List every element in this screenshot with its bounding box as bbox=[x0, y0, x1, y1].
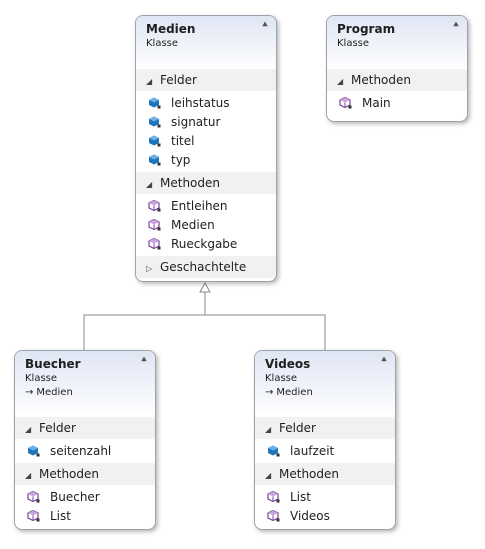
method-item[interactable]: Medien bbox=[136, 216, 276, 235]
collapse-icon[interactable]: ⯅ bbox=[452, 20, 460, 31]
inherits-arrow-icon: → bbox=[265, 387, 274, 398]
field-icon bbox=[27, 444, 41, 458]
class-header: Buecher Klasse →Medien ⯅ bbox=[15, 351, 155, 417]
collapsed-triangle-icon: ▷ bbox=[146, 264, 153, 273]
field-item[interactable]: titel bbox=[136, 132, 276, 151]
method-item[interactable]: Main bbox=[327, 94, 467, 113]
field-icon bbox=[267, 444, 281, 458]
class-name: Medien bbox=[146, 22, 196, 36]
collapse-icon[interactable]: ⯅ bbox=[380, 355, 388, 366]
methoden-list: Entleihen Medien Rueckgabe bbox=[136, 194, 276, 256]
field-item[interactable]: typ bbox=[136, 151, 276, 170]
method-icon bbox=[267, 509, 281, 523]
field-icon bbox=[148, 153, 162, 167]
section-methoden[interactable]: ◢Methoden bbox=[15, 463, 155, 485]
class-medien[interactable]: Medien Klasse ⯅ ◢Felder leihstatus signa… bbox=[135, 15, 277, 282]
section-felder[interactable]: ◢Felder bbox=[255, 417, 395, 439]
field-item[interactable]: laufzeit bbox=[255, 442, 395, 461]
method-icon bbox=[267, 490, 281, 504]
class-name: Buecher bbox=[25, 357, 81, 371]
method-item[interactable]: List bbox=[255, 488, 395, 507]
method-item[interactable]: Entleihen bbox=[136, 197, 276, 216]
class-header: Videos Klasse →Medien ⯅ bbox=[255, 351, 395, 417]
method-item[interactable]: Videos bbox=[255, 507, 395, 526]
section-methoden[interactable]: ◢Methoden bbox=[255, 463, 395, 485]
class-kind: Klasse bbox=[265, 373, 298, 384]
methoden-list: List Videos bbox=[255, 485, 395, 528]
class-kind: Klasse bbox=[337, 38, 370, 49]
inheritance-arrowhead bbox=[199, 281, 211, 293]
collapse-icon[interactable]: ⯅ bbox=[140, 355, 148, 366]
section-felder[interactable]: ◢Felder bbox=[15, 417, 155, 439]
methoden-list: Main bbox=[327, 91, 467, 115]
expanded-triangle-icon: ◢ bbox=[265, 471, 272, 480]
inherits-arrow-icon: → bbox=[25, 387, 34, 398]
base-class: →Medien bbox=[25, 387, 73, 398]
class-kind: Klasse bbox=[25, 373, 58, 384]
method-icon bbox=[27, 490, 41, 504]
expanded-triangle-icon: ◢ bbox=[265, 425, 272, 434]
class-kind: Klasse bbox=[146, 38, 179, 49]
method-icon bbox=[27, 509, 41, 523]
collapse-icon[interactable]: ⯅ bbox=[261, 20, 269, 31]
field-icon bbox=[148, 115, 162, 129]
class-program[interactable]: Program Klasse ⯅ ◢Methoden Main bbox=[326, 15, 468, 122]
expanded-triangle-icon: ◢ bbox=[25, 471, 32, 480]
base-class: →Medien bbox=[265, 387, 313, 398]
section-felder[interactable]: ◢Felder bbox=[136, 69, 276, 91]
class-header: Medien Klasse ⯅ bbox=[136, 16, 276, 69]
methoden-list: Buecher List bbox=[15, 485, 155, 528]
method-icon bbox=[148, 199, 162, 213]
section-nested-types[interactable]: ▷Geschachtelte Typen bbox=[136, 256, 276, 278]
felder-list: laufzeit bbox=[255, 439, 395, 463]
method-item[interactable]: List bbox=[15, 507, 155, 526]
field-item[interactable]: signatur bbox=[136, 113, 276, 132]
method-item[interactable]: Rueckgabe bbox=[136, 235, 276, 254]
expanded-triangle-icon: ◢ bbox=[25, 425, 32, 434]
felder-list: seitenzahl bbox=[15, 439, 155, 463]
felder-list: leihstatus signatur titel typ bbox=[136, 91, 276, 172]
class-header: Program Klasse ⯅ bbox=[327, 16, 467, 69]
section-methoden[interactable]: ◢Methoden bbox=[327, 69, 467, 91]
class-videos[interactable]: Videos Klasse →Medien ⯅ ◢Felder laufzeit… bbox=[254, 350, 396, 530]
class-name: Program bbox=[337, 22, 396, 36]
class-name: Videos bbox=[265, 357, 311, 371]
method-icon bbox=[148, 218, 162, 232]
field-icon bbox=[148, 134, 162, 148]
method-icon bbox=[339, 96, 353, 110]
field-icon bbox=[148, 96, 162, 110]
expanded-triangle-icon: ◢ bbox=[337, 77, 344, 86]
field-item[interactable]: seitenzahl bbox=[15, 442, 155, 461]
method-item[interactable]: Buecher bbox=[15, 488, 155, 507]
method-icon bbox=[148, 237, 162, 251]
expanded-triangle-icon: ◢ bbox=[146, 77, 153, 86]
expanded-triangle-icon: ◢ bbox=[146, 180, 153, 189]
section-methoden[interactable]: ◢Methoden bbox=[136, 172, 276, 194]
field-item[interactable]: leihstatus bbox=[136, 94, 276, 113]
class-buecher[interactable]: Buecher Klasse →Medien ⯅ ◢Felder seitenz… bbox=[14, 350, 156, 530]
